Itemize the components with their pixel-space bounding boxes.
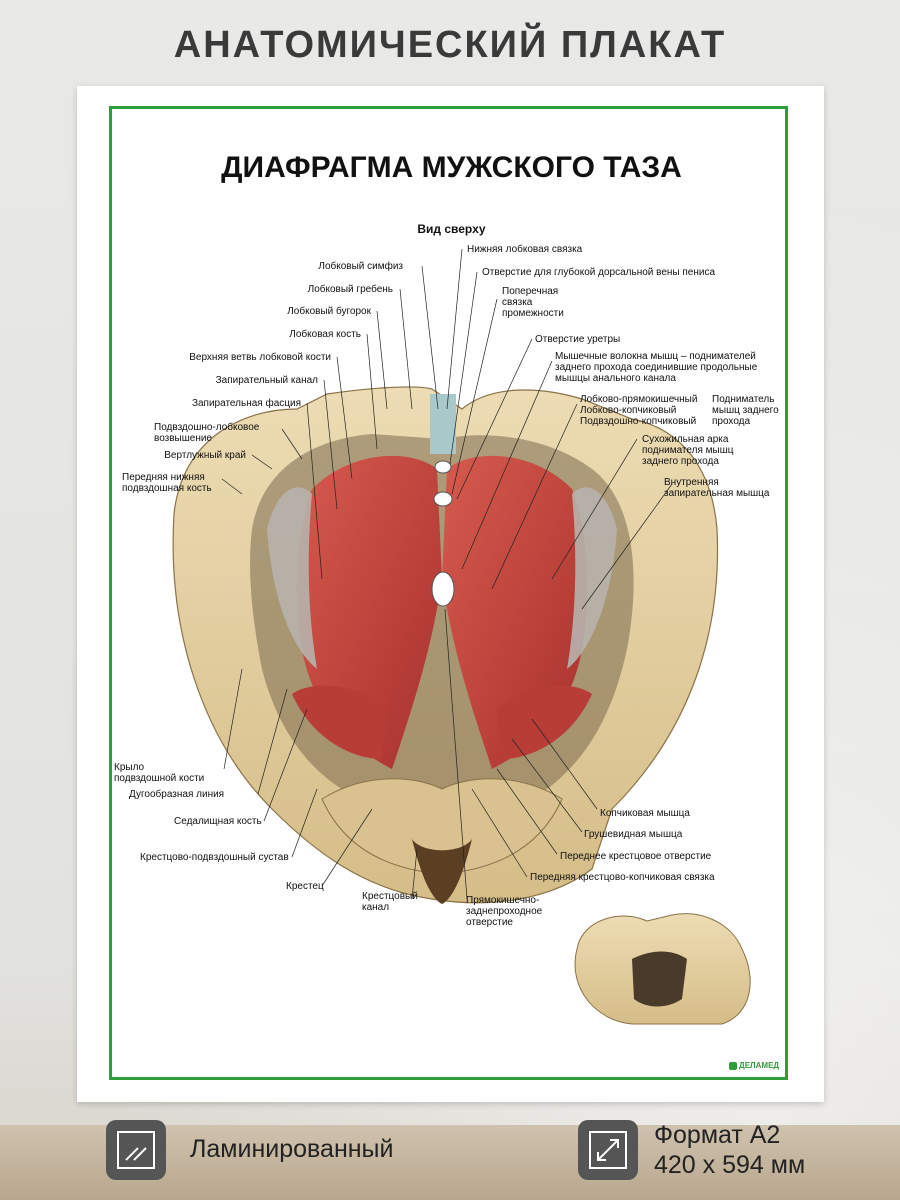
label-anterior-sacral-foramen: Переднее крестцовое отверстие bbox=[560, 851, 712, 862]
label-superior-pubic-ramus: Верхняя ветвь лобковой кости bbox=[189, 352, 331, 363]
label-pubic-crest: Лобковый гребень bbox=[307, 284, 393, 295]
feature-laminated-label: Ламинированный bbox=[190, 1135, 394, 1163]
label-pubic-symphysis: Лобковый симфиз bbox=[318, 261, 403, 272]
label-tendinous-arch: Сухожильная арка поднимателя мышц заднег… bbox=[642, 434, 734, 467]
coccygeus-right bbox=[497, 685, 592, 759]
header-title: АНАТОМИЧЕСКИЙ ПЛАКАТ bbox=[173, 24, 727, 66]
label-dorsal-vein-opening: Отверстие для глубокой дорсальной вены п… bbox=[482, 267, 716, 278]
label-obturator-canal: Запирательный канал bbox=[215, 375, 318, 386]
label-anorectal-opening: Прямокишечно- заднепроходное отверстие bbox=[466, 895, 543, 928]
poster: ДИАФРАГМА МУЖСКОГО ТАЗА Вид сверху bbox=[77, 86, 824, 1102]
label-anterior-inferior-iliac: Передняя нижняя подвздошная кость bbox=[122, 472, 212, 494]
obturator-fascia-right bbox=[567, 487, 617, 669]
label-levator-ani: Подниматель мышц заднего прохода bbox=[712, 394, 779, 427]
view-label: Вид сверху bbox=[417, 222, 486, 236]
obturator-fascia-left bbox=[267, 487, 317, 669]
label-transverse-perineal-ligament: Поперечная связка промежности bbox=[502, 286, 564, 319]
label-pubic-tubercle: Лобковый бугорок bbox=[287, 306, 371, 317]
brand-icon bbox=[729, 1061, 737, 1070]
label-sacral-canal: Крестцовый канал bbox=[362, 891, 418, 913]
poster-title: ДИАФРАГМА МУЖСКОГО ТАЗА bbox=[221, 151, 682, 184]
label-arcuate-line: Дугообразная линия bbox=[129, 789, 225, 800]
label-inferior-pubic-ligament: Нижняя лобковая связка bbox=[467, 244, 583, 255]
urethra-opening bbox=[433, 491, 453, 507]
label-sacrum: Крестец bbox=[286, 881, 324, 892]
pubic-symphysis bbox=[430, 394, 456, 454]
feature-laminated: Ламинированный bbox=[106, 1118, 456, 1182]
coccygeus-left bbox=[292, 685, 387, 759]
leader-lines bbox=[221, 248, 673, 900]
label-pubic-bone: Лобковая кость bbox=[289, 329, 361, 340]
label-urethra-opening: Отверстие уретры bbox=[535, 334, 621, 345]
pelvis-illustration bbox=[172, 248, 751, 1025]
poster-frame: ДИАФРАГМА МУЖСКОГО ТАЗА Вид сверху bbox=[109, 106, 788, 1080]
anorectal-opening bbox=[431, 571, 455, 607]
label-muscle-fibers: Мышечные волокна мышц – поднимателей зад… bbox=[555, 351, 758, 384]
label-obturator-fascia: Запирательная фасция bbox=[191, 398, 301, 409]
label-coccygeus-muscle: Копчиковая мышца bbox=[600, 808, 690, 819]
label-levator-parts: Лобково-прямокишечный Лобково-копчиковый… bbox=[580, 394, 698, 427]
dorsal-vein-opening bbox=[434, 460, 452, 474]
sacrum bbox=[321, 778, 563, 875]
label-iliac-wing: Крыло подвздошной кости bbox=[114, 762, 205, 784]
label-anterior-sacrococcygeal-ligament: Передняя крестцово-копчиковая связка bbox=[530, 872, 715, 883]
pelvis-thumbnail-opening bbox=[632, 951, 687, 1007]
label-sacroiliac-joint: Крестцово-подвздошный сустав bbox=[140, 852, 289, 863]
label-ischium: Седалищная кость bbox=[174, 816, 262, 827]
brand-logo: ДЕЛАМЕД bbox=[729, 1061, 779, 1070]
sacral-canal bbox=[412, 839, 472, 904]
label-acetabular-rim: Вертлужный край bbox=[164, 450, 246, 461]
label-iliopubic-eminence: Подвздошно-лобковое возвышение bbox=[154, 422, 260, 444]
feature-format: Формат А2 420 x 594 мм bbox=[578, 1118, 888, 1182]
feature-format-label: Формат А2 420 x 594 мм bbox=[654, 1121, 806, 1179]
label-piriformis-muscle: Грушевидная мышца bbox=[584, 829, 683, 840]
resize-icon bbox=[578, 1120, 638, 1180]
label-internal-obturator: Внутренняя запирательная мышца bbox=[664, 477, 770, 499]
laminate-icon bbox=[106, 1120, 166, 1180]
